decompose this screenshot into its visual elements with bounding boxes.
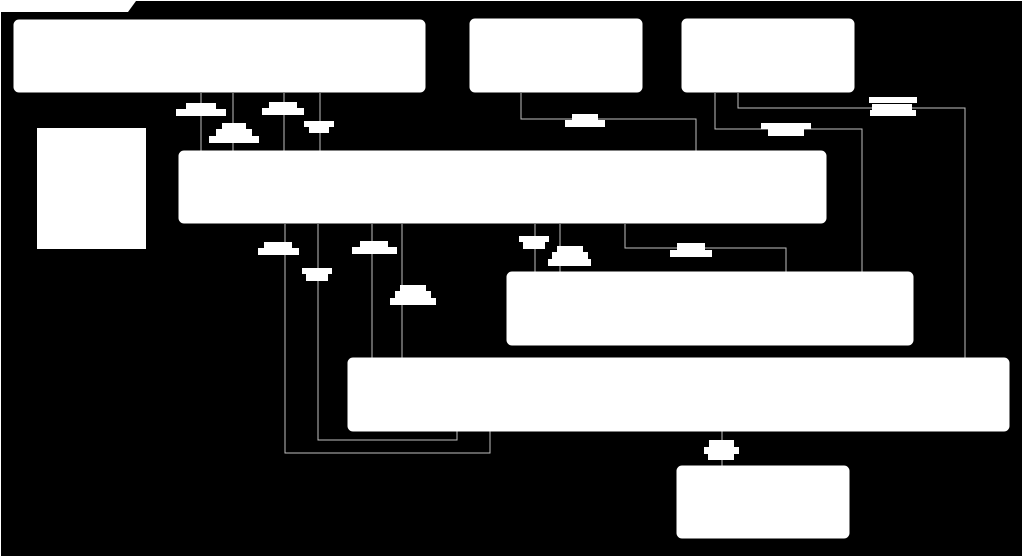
edge-label <box>390 298 436 305</box>
edge-d-f <box>737 93 966 358</box>
edge-label <box>304 121 334 127</box>
edge-label <box>548 259 591 266</box>
edge-label <box>519 236 549 242</box>
edge-label <box>395 291 431 298</box>
edge-c-f-4 <box>284 224 491 454</box>
edge-label <box>572 114 598 120</box>
entity-node-f[interactable] <box>347 357 1010 432</box>
edge-label <box>264 242 292 248</box>
edge-label <box>258 248 299 255</box>
edge-label <box>557 246 583 252</box>
edge-label-group <box>176 97 917 460</box>
diagram-title-tab <box>1 1 136 12</box>
edge-label <box>306 274 328 281</box>
edge-label <box>704 447 739 454</box>
edge-label <box>309 127 329 133</box>
entity-node-a[interactable] <box>13 19 426 93</box>
edge-c-f-3 <box>317 224 458 441</box>
edge-label <box>677 243 705 250</box>
edge-label <box>262 108 304 115</box>
entity-node-b[interactable] <box>469 18 643 93</box>
edge-label <box>869 97 917 103</box>
edge-label <box>552 252 588 259</box>
entity-node-e[interactable] <box>506 271 914 346</box>
edge-label <box>870 110 916 116</box>
edge-label <box>302 268 332 274</box>
entity-node-c[interactable] <box>178 150 827 224</box>
edge-label <box>761 123 811 129</box>
edge-label <box>565 120 605 127</box>
edge-label <box>872 104 912 110</box>
edge-label <box>709 440 734 447</box>
edge-label <box>768 129 804 136</box>
edge-label <box>523 242 545 249</box>
edge-b-c <box>520 93 697 151</box>
edge-label <box>222 123 246 129</box>
edge-label <box>670 250 712 257</box>
entity-node-g[interactable] <box>676 465 850 539</box>
edge-label <box>186 103 216 109</box>
edge-label <box>352 247 397 254</box>
edge-label <box>400 285 426 291</box>
note-box[interactable] <box>37 128 146 249</box>
entity-node-d[interactable] <box>681 18 855 93</box>
edge-c-e-3 <box>624 224 787 272</box>
node-group <box>13 18 1010 539</box>
edge-label <box>360 241 388 247</box>
edge-label <box>269 102 297 108</box>
edge-label <box>708 454 734 460</box>
edge-label <box>216 129 252 136</box>
edge-label <box>176 109 226 116</box>
edge-label <box>209 136 259 143</box>
